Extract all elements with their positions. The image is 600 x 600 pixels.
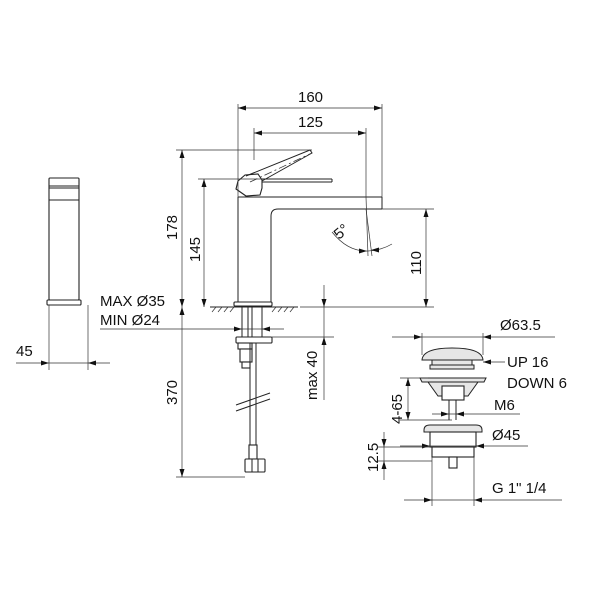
dim-cap-diameter: Ø63.5 [392, 317, 555, 355]
dim-side-width: 45 [16, 343, 33, 360]
svg-text:145: 145 [187, 237, 204, 262]
dim-178: 178 [164, 149, 312, 307]
svg-text:DOWN 6: DOWN 6 [507, 375, 567, 392]
svg-text:MIN Ø24: MIN Ø24 [100, 312, 160, 329]
svg-text:178: 178 [164, 215, 181, 240]
svg-text:UP 16: UP 16 [507, 354, 548, 371]
svg-text:max 40: max 40 [304, 351, 321, 400]
mixer-front-view [210, 149, 383, 473]
dim-angle-5: 5° [331, 196, 393, 257]
pop-up-waste [419, 347, 487, 469]
dim-body-diameter: Ø45 [400, 427, 528, 449]
dim-110: 110 [300, 208, 434, 308]
dim-370: 370 [164, 307, 245, 478]
svg-text:5°: 5° [331, 221, 353, 243]
svg-text:Ø63.5: Ø63.5 [500, 317, 541, 334]
dim-max-40: max 40 [272, 285, 334, 400]
dim-adjust-range: 4-65 [389, 377, 452, 424]
dim-body-height: 12.5 [365, 432, 432, 480]
dim-145: 145 [187, 178, 262, 307]
svg-text:4-65: 4-65 [389, 394, 406, 424]
dim-stroke: UP 16 DOWN 6 [483, 354, 567, 392]
svg-text:M6: M6 [494, 397, 515, 414]
dim-thread: G 1" 1/4 [404, 457, 562, 506]
side-view: 45 [16, 177, 110, 370]
dim-160: 160 [237, 89, 383, 197]
svg-text:160: 160 [298, 89, 323, 106]
svg-text:MAX Ø35: MAX Ø35 [100, 293, 165, 310]
svg-text:12.5: 12.5 [365, 443, 382, 472]
svg-text:Ø45: Ø45 [492, 427, 520, 444]
dim-hole-diameter: MAX Ø35 MIN Ø24 [100, 293, 284, 332]
svg-text:125: 125 [298, 114, 323, 131]
dim-rod-thread: M6 [432, 397, 520, 417]
svg-text:G 1" 1/4: G 1" 1/4 [492, 480, 547, 497]
deck-hatch [211, 306, 295, 313]
svg-text:370: 370 [164, 380, 181, 405]
dim-125: 125 [253, 114, 367, 197]
svg-text:110: 110 [408, 251, 425, 275]
